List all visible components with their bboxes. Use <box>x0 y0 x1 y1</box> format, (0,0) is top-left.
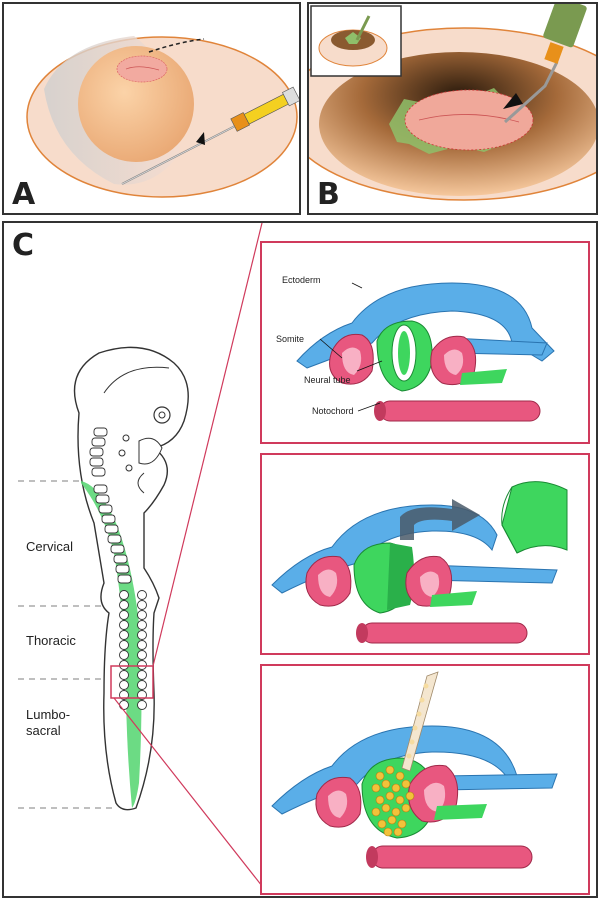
embryo-graft-illustration <box>309 4 596 201</box>
excised-neural-tube <box>501 481 568 554</box>
window-cut-line <box>148 38 205 53</box>
arrowhead-marker <box>196 132 205 145</box>
notochord <box>371 845 533 869</box>
implanted-cells <box>371 765 415 837</box>
panel-c: C <box>2 221 598 898</box>
cross-section-intact: Ectoderm Somite Neural tube Notochord <box>260 241 590 444</box>
cross-section-graft <box>260 664 590 895</box>
cross-section-intact-svg: Ectoderm Somite Neural tube Notochord <box>276 275 555 422</box>
micropipette <box>503 4 587 124</box>
connector-line <box>152 223 263 667</box>
panel-b: B <box>307 2 598 215</box>
notochord <box>361 622 528 644</box>
syringe <box>230 86 299 132</box>
panel-a: A <box>2 2 301 215</box>
label-notochord: Notochord <box>312 406 354 416</box>
panel-b-label: B <box>317 177 340 212</box>
cross-section-excision-svg <box>271 481 568 644</box>
region-thoracic: Thoracic <box>26 633 76 648</box>
connector-line <box>113 697 263 887</box>
embryo-disc <box>116 55 168 83</box>
arrowhead-marker-b <box>503 93 523 109</box>
label-somite: Somite <box>276 334 304 344</box>
selection-box <box>110 665 154 699</box>
embryo-outline <box>404 89 534 151</box>
label-neural-tube: Neural tube <box>304 375 351 385</box>
region-sacral: sacral <box>26 723 61 738</box>
somite-column <box>89 427 132 584</box>
region-lumbo: Lumbo- <box>26 707 71 722</box>
region-cervical: Cervical <box>26 539 73 554</box>
notochord <box>379 400 541 422</box>
whole-embryo-drawing <box>18 223 263 887</box>
panel-c-label: C <box>12 228 35 263</box>
egg-injection-illustration <box>26 36 299 198</box>
removal-arrow <box>400 499 480 540</box>
yolk <box>78 46 194 162</box>
cross-section-excision <box>260 453 590 655</box>
inset-egg <box>310 5 402 77</box>
cross-section-graft-svg <box>271 671 558 869</box>
label-ectoderm: Ectoderm <box>282 275 321 285</box>
panel-a-label: A <box>12 177 36 212</box>
injection-pipette <box>401 671 439 772</box>
